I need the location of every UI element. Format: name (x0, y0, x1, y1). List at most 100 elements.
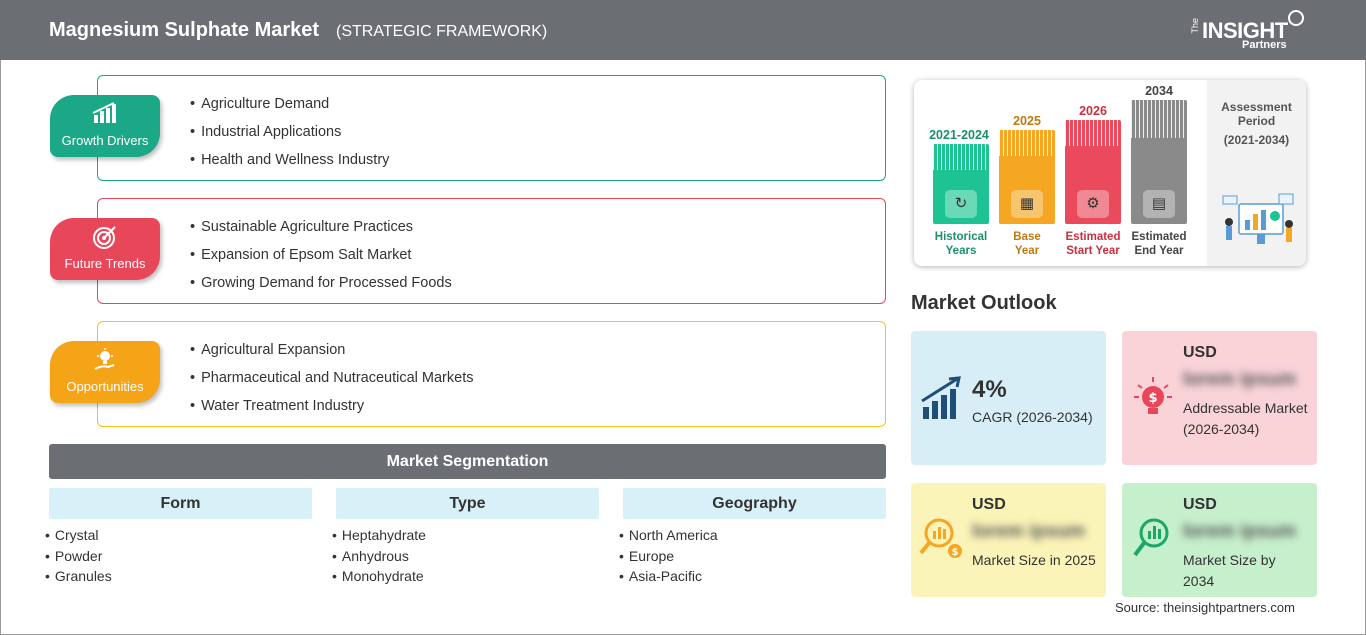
addressable-market-tile: $ USD lorem ipsum Addressable Market (20… (1122, 331, 1317, 465)
magnifier-dollar-icon: $ (919, 518, 962, 558)
assessment-timeline: 2021-2024 ↻ Historical Years 2025 ▦ Base… (914, 80, 1306, 266)
svg-text:$: $ (952, 547, 959, 558)
cagr-value: 4% (972, 376, 1007, 403)
segment-type: Type Heptahydrate Anhydrous Monohydrate (336, 488, 599, 587)
logo-ring-icon (1288, 10, 1304, 26)
segment-head: Form (49, 488, 312, 519)
timeline-label: Base Year (999, 230, 1055, 258)
timeline-label: Estimated Start Year (1060, 230, 1126, 258)
usd-label: USD (1183, 496, 1217, 513)
label-line: End Year (1134, 245, 1184, 257)
cagr-label: CAGR (2026-2034) (972, 409, 1093, 425)
future-trends-card: Sustainable Agriculture Practices Expans… (97, 198, 886, 304)
list-item: Agriculture Demand (190, 94, 389, 122)
segment-head: Geography (623, 488, 886, 519)
opportunities-list: Agricultural Expansion Pharmaceutical an… (190, 340, 473, 424)
growth-drivers-badge: Growth Drivers (50, 95, 160, 157)
label-line: Base (1013, 231, 1041, 243)
timeline-bar-end: ▤ (1131, 100, 1187, 224)
value-redacted: lorem ipsum (972, 521, 1085, 542)
growth-bars-icon (921, 376, 961, 419)
list-item: Powder (45, 546, 312, 567)
page-header: Magnesium Sulphate Market (STRATEGIC FRA… (0, 0, 1366, 60)
page-subtitle: (STRATEGIC FRAMEWORK) (336, 23, 548, 40)
magnifier-chart-icon (1133, 518, 1169, 557)
insight-partners-logo[interactable]: The INSIGHT Partners (1190, 8, 1310, 54)
future-trends-badge: Future Trends (50, 218, 160, 280)
timeline-label: Estimated End Year (1126, 230, 1192, 258)
usd-label: USD (972, 496, 1006, 513)
list-item: Europe (619, 546, 886, 567)
logo-partners: Partners (1242, 39, 1287, 51)
list-item: Anhydrous (332, 546, 599, 567)
timeline-bar-base: ▦ (999, 130, 1055, 224)
assessment-range: (2021-2034) (1223, 133, 1290, 147)
market-size-2034-tile: USD lorem ipsum Market Size by 2034 (1122, 483, 1317, 597)
label-line: Estimated (1065, 231, 1121, 243)
timeline-year: 2034 (1145, 84, 1173, 98)
target-icon (50, 224, 160, 256)
segment-head: Type (336, 488, 599, 519)
growth-drivers-card: Agriculture Demand Industrial Applicatio… (97, 75, 886, 181)
timeline-year: 2026 (1079, 104, 1107, 118)
timeline-bar-start: ⚙ (1065, 120, 1121, 224)
segmentation-title: Market Segmentation (49, 444, 886, 479)
timeline-label: Historical Years (924, 230, 998, 258)
future-trends-list: Sustainable Agriculture Practices Expans… (190, 217, 452, 301)
cagr-tile: 4% CAGR (2026-2034) (911, 331, 1106, 465)
market-outlook-title: Market Outlook (911, 292, 1057, 314)
bar-stripes (1065, 120, 1121, 146)
history-icon: ↻ (945, 190, 977, 218)
presentation-icon: ⚙ (1077, 190, 1109, 218)
market-size-2025-label: Market Size in 2025 (972, 552, 1096, 568)
list-item: Asia-Pacific (619, 566, 886, 587)
svg-text:$: $ (1148, 391, 1157, 406)
label-line: Years (945, 245, 977, 257)
label-line: Start Year (1066, 245, 1120, 257)
title-line: Period (1237, 114, 1276, 128)
timeline-bar-historical: ↻ (933, 144, 989, 224)
segment-list: Crystal Powder Granules (45, 525, 312, 587)
list-item: Heptahydrate (332, 525, 599, 546)
segment-form: Form Crystal Powder Granules (49, 488, 312, 587)
list-item: Growing Demand for Processed Foods (190, 273, 452, 301)
page-title: Magnesium Sulphate Market (49, 19, 320, 41)
list-item: North America (619, 525, 886, 546)
opportunities-card: Agricultural Expansion Pharmaceutical an… (97, 321, 886, 427)
label-line: Estimated (1131, 231, 1187, 243)
list-item: Monohydrate (332, 566, 599, 587)
idea-bulb-dollar-icon: $ (1134, 377, 1172, 414)
logo-insight: INSIGHT (1202, 18, 1288, 43)
list-item: Crystal (45, 525, 312, 546)
badge-label: Future Trends (64, 256, 146, 271)
timeline-year: 2025 (1013, 114, 1041, 128)
list-item: Pharmaceutical and Nutraceutical Markets (190, 368, 473, 396)
value-redacted: lorem ipsum (1183, 521, 1296, 542)
usd-label: USD (1183, 344, 1217, 361)
value-redacted: lorem ipsum (1183, 369, 1296, 390)
segment-list: North America Europe Asia-Pacific (619, 525, 886, 587)
market-size-2034-label: Market Size by 2034 (1183, 552, 1276, 589)
list-item: Granules (45, 566, 312, 587)
growth-drivers-list: Agriculture Demand Industrial Applicatio… (190, 94, 389, 178)
growth-chart-icon (50, 101, 160, 131)
logo-the: The (1190, 18, 1200, 34)
addressable-market-label: Addressable Market (2026-2034) (1183, 400, 1308, 437)
opportunities-badge: Opportunities (50, 341, 160, 403)
label-line: Historical (934, 231, 988, 243)
list-item: Expansion of Epsom Salt Market (190, 245, 452, 273)
bar-stripes (933, 144, 989, 170)
label-line: Year (1014, 245, 1040, 257)
monitor-chart-icon: ▤ (1143, 190, 1175, 218)
bar-stripes (1131, 100, 1187, 138)
source-text: Source: theinsightpartners.com (1115, 600, 1295, 615)
badge-label: Growth Drivers (61, 133, 149, 148)
list-item: Health and Wellness Industry (190, 150, 389, 178)
assessment-title: Assessment Period (1207, 100, 1306, 128)
analytics-illustration-icon (1222, 193, 1294, 244)
market-size-2025-tile: $ USD lorem ipsum Market Size in 2025 (911, 483, 1106, 597)
badge-label: Opportunities (66, 379, 144, 394)
segment-geography: Geography North America Europe Asia-Paci… (623, 488, 886, 587)
lightbulb-hand-icon (50, 347, 160, 379)
bar-stripes (999, 130, 1055, 156)
